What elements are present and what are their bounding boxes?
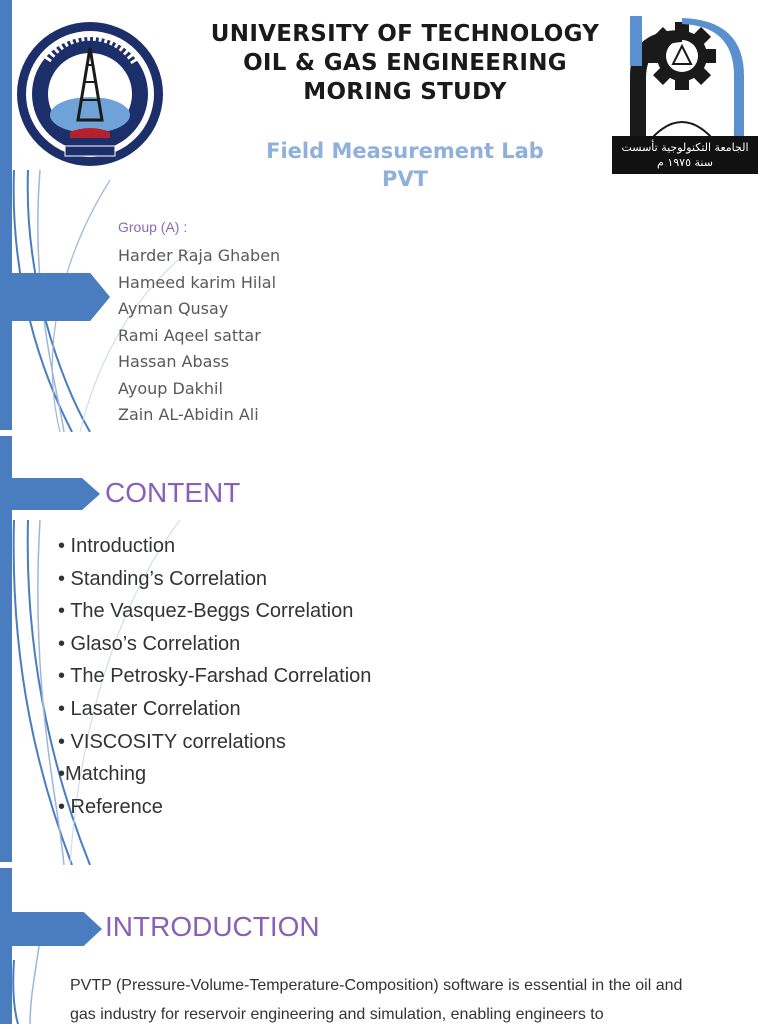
left-accent-bar [0, 0, 12, 1024]
slide-separator [0, 430, 14, 436]
member-name: Ayoup Dakhil [118, 378, 223, 398]
subtitle-line: Field Measurement Lab [266, 139, 544, 163]
member-name: Ayman Qusay [118, 299, 229, 318]
introduction-heading: INTRODUCTION [105, 911, 320, 942]
toc-item: • Reference [58, 795, 163, 818]
member-name: Harder Raja Ghaben [118, 246, 281, 265]
toc-item: • The Vasquez-Beggs Correlation [58, 600, 354, 623]
arrow-tab [0, 912, 102, 946]
toc-item: • Standing’s Correlation [58, 567, 267, 590]
member-name: Hameed karim Hilal [118, 272, 277, 292]
introduction-paragraph: PVTP (Pressure-Volume-Temperature-Compos… [70, 977, 683, 1023]
member-name: Hassan Abass [118, 352, 230, 371]
member-name: Rami Aqeel sattar [118, 325, 261, 345]
arrow-tab [0, 273, 110, 321]
arrow-tab [0, 478, 100, 510]
title-line: UNIVERSITY OF TECHNOLOGY [210, 21, 600, 47]
title-line: OIL & GAS ENGINEERING [243, 50, 567, 76]
university-logo: الجامعة التكنولوجية تأسست سنة ١٩٧٥ م [612, 16, 758, 174]
member-list: Harder Raja Ghaben Hameed karim Hilal Ay… [118, 243, 280, 429]
department-logo [17, 22, 163, 166]
table-of-contents: • Introduction • Standing’s Correlation … [58, 532, 371, 825]
document-title: UNIVERSITY OF TECHNOLOGY OIL & GAS ENGIN… [190, 20, 620, 107]
member-name: Zain AL-Abidin Ali [118, 405, 259, 424]
slide-separator [0, 862, 14, 868]
toc-item: •Matching [58, 763, 147, 786]
title-line: MORING STUDY [303, 79, 507, 105]
toc-item: • Introduction [58, 535, 176, 557]
subtitle-line: PVT [382, 167, 428, 191]
toc-item: • Glaso’s Correlation [58, 632, 241, 655]
toc-item: • VISCOSITY correlations [58, 730, 286, 753]
group-label: Group (A) : [118, 219, 188, 235]
toc-item: • The Petrosky-Farshad Correlation [58, 665, 372, 688]
toc-item: • Lasater Correlation [58, 697, 241, 720]
content-heading: CONTENT [105, 477, 241, 508]
document-subtitle: Field Measurement Lab PVT [190, 137, 620, 193]
university-logo-caption: الجامعة التكنولوجية تأسست سنة ١٩٧٥ م [621, 141, 749, 169]
